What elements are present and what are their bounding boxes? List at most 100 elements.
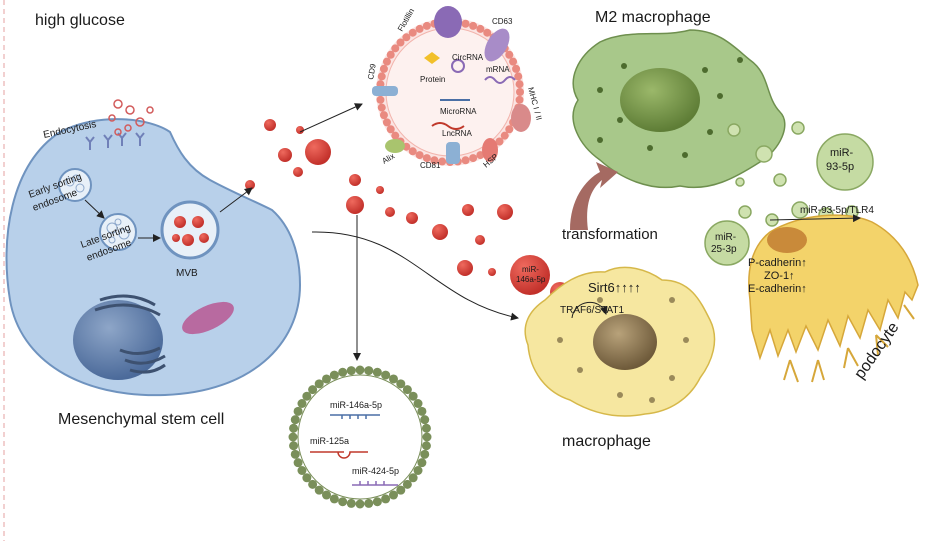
vesicle-lipid-head — [420, 415, 430, 425]
lipid-head — [382, 57, 391, 66]
lipid-head — [422, 154, 431, 163]
alix-label: Alix — [381, 151, 397, 165]
mir146a-strand-icon — [330, 414, 380, 419]
lipid-head — [379, 64, 388, 73]
lipid-head — [500, 131, 509, 140]
early-sorting-endosome — [58, 168, 92, 202]
lipid-head — [376, 95, 385, 104]
vesicle-lipid-head — [355, 499, 365, 509]
arrow-to-exosome-detail — [299, 103, 363, 133]
vesicle-lipid-head — [308, 385, 318, 395]
alix-icon — [385, 139, 405, 153]
lipid-head — [505, 125, 514, 134]
lipid-head — [379, 111, 388, 120]
mir424-strand-icon — [352, 481, 398, 486]
vesicle-lipid-head — [297, 466, 307, 475]
vesicle-lipid-head — [381, 494, 391, 504]
mir93-tlr4-label: miR-93-5p/TLR4 — [800, 205, 874, 216]
transformation-arrow — [570, 162, 618, 230]
vesicle-lipid-head — [289, 441, 299, 451]
arrow-to-macrophage — [311, 231, 519, 321]
msc-label: Mesenchymal stem cell — [58, 411, 224, 428]
lipid-head — [386, 50, 395, 59]
lipid-head — [461, 156, 470, 165]
vesicle-lipid-head — [413, 399, 423, 408]
secreted-exosomes — [245, 119, 596, 325]
lipid-head — [422, 21, 431, 30]
lipid-head — [386, 125, 395, 134]
vesicle-lipid-head — [421, 423, 431, 433]
vesicle-lipid-head — [314, 379, 324, 389]
mir93-bubble-label-2: 93-5p — [826, 161, 854, 173]
lipid-head — [516, 88, 524, 96]
mir125a-cargo-label: miR-125a — [310, 436, 349, 446]
vesicle-lipid-head — [346, 366, 356, 376]
lipid-head — [476, 24, 485, 33]
msc-nucleus — [73, 300, 163, 380]
vesicle-lipid-head — [372, 367, 382, 377]
lncrna-label: LncRNA — [442, 129, 472, 138]
mir25-bubble-label-2: 25-3p — [711, 244, 737, 255]
vesicle-lipid-head — [346, 498, 356, 508]
lipid-head — [402, 33, 411, 42]
vesicle-lipid-head — [322, 374, 331, 384]
macrophage — [524, 266, 716, 417]
m2-macrophage-label: M2 macrophage — [595, 9, 711, 26]
high-glucose-label: high glucose — [35, 12, 125, 29]
arrow-mir93-tlr4 — [769, 214, 861, 223]
exosome-structure — [372, 6, 531, 166]
mir25-bubble — [704, 220, 750, 266]
lipid-head — [377, 103, 386, 112]
lipid-head — [377, 72, 386, 81]
vesicle-lipid-head — [402, 479, 412, 489]
arrow-early-to-late — [84, 199, 105, 219]
vesicle-lipid-head — [408, 473, 418, 483]
lipid-head — [469, 21, 478, 30]
endocytosis-vesicles — [108, 99, 154, 136]
lipid-head — [515, 80, 524, 89]
vesicle-lipid-head — [288, 432, 298, 442]
podocyte-nucleus — [767, 227, 807, 253]
vesicle-lipid-head — [417, 406, 427, 416]
lipid-head — [396, 38, 405, 47]
vesicle-lipid-head — [364, 366, 374, 376]
mvb — [160, 200, 220, 260]
exosome-mir146a — [510, 255, 550, 295]
vesicle-lipid-head — [322, 490, 331, 500]
lipid-head — [461, 19, 470, 28]
protein-icon — [424, 52, 440, 64]
lipid-head — [438, 157, 447, 166]
vesicle-lipid-head — [389, 490, 398, 500]
lipid-head — [515, 95, 524, 104]
cd9-icon — [372, 86, 398, 96]
vesicle-lipid-head — [338, 367, 348, 377]
vesicle-lipid-head — [420, 449, 430, 459]
cd63-label: CD63 — [492, 17, 513, 26]
vesicle-lipid-head — [297, 399, 307, 408]
lipid-head — [469, 154, 478, 163]
mir424-cargo-label: miR-424-5p — [352, 466, 399, 476]
hsp-icon — [482, 138, 498, 162]
cd63-icon — [484, 28, 510, 62]
vesicle-lipid-head — [402, 385, 412, 395]
mir25-bubble-label-1: miR- — [715, 232, 736, 243]
lipid-head — [483, 28, 492, 37]
vesicle-lipid-head — [314, 485, 324, 495]
lipid-head — [408, 28, 417, 37]
mir125a-strand-icon — [310, 451, 368, 459]
mrna-label: mRNA — [486, 65, 510, 74]
lipid-head — [391, 131, 400, 140]
podocyte — [748, 214, 919, 383]
p-cadherin-label: P-cadherin↑ — [748, 257, 807, 269]
vesicle-lipid-head — [389, 374, 398, 384]
vesicle-cargo — [288, 365, 432, 509]
lipid-head — [505, 50, 514, 59]
cd81-label: CD81 — [420, 161, 441, 170]
traf6-stat1-label: TRAF6/STAT1 — [560, 305, 625, 316]
vesicle-lipid-head — [355, 365, 365, 375]
lipid-head — [415, 151, 424, 160]
vesicle-lipid-head — [302, 391, 312, 401]
lipid-head — [512, 64, 521, 73]
traf6-arrow — [571, 302, 608, 319]
